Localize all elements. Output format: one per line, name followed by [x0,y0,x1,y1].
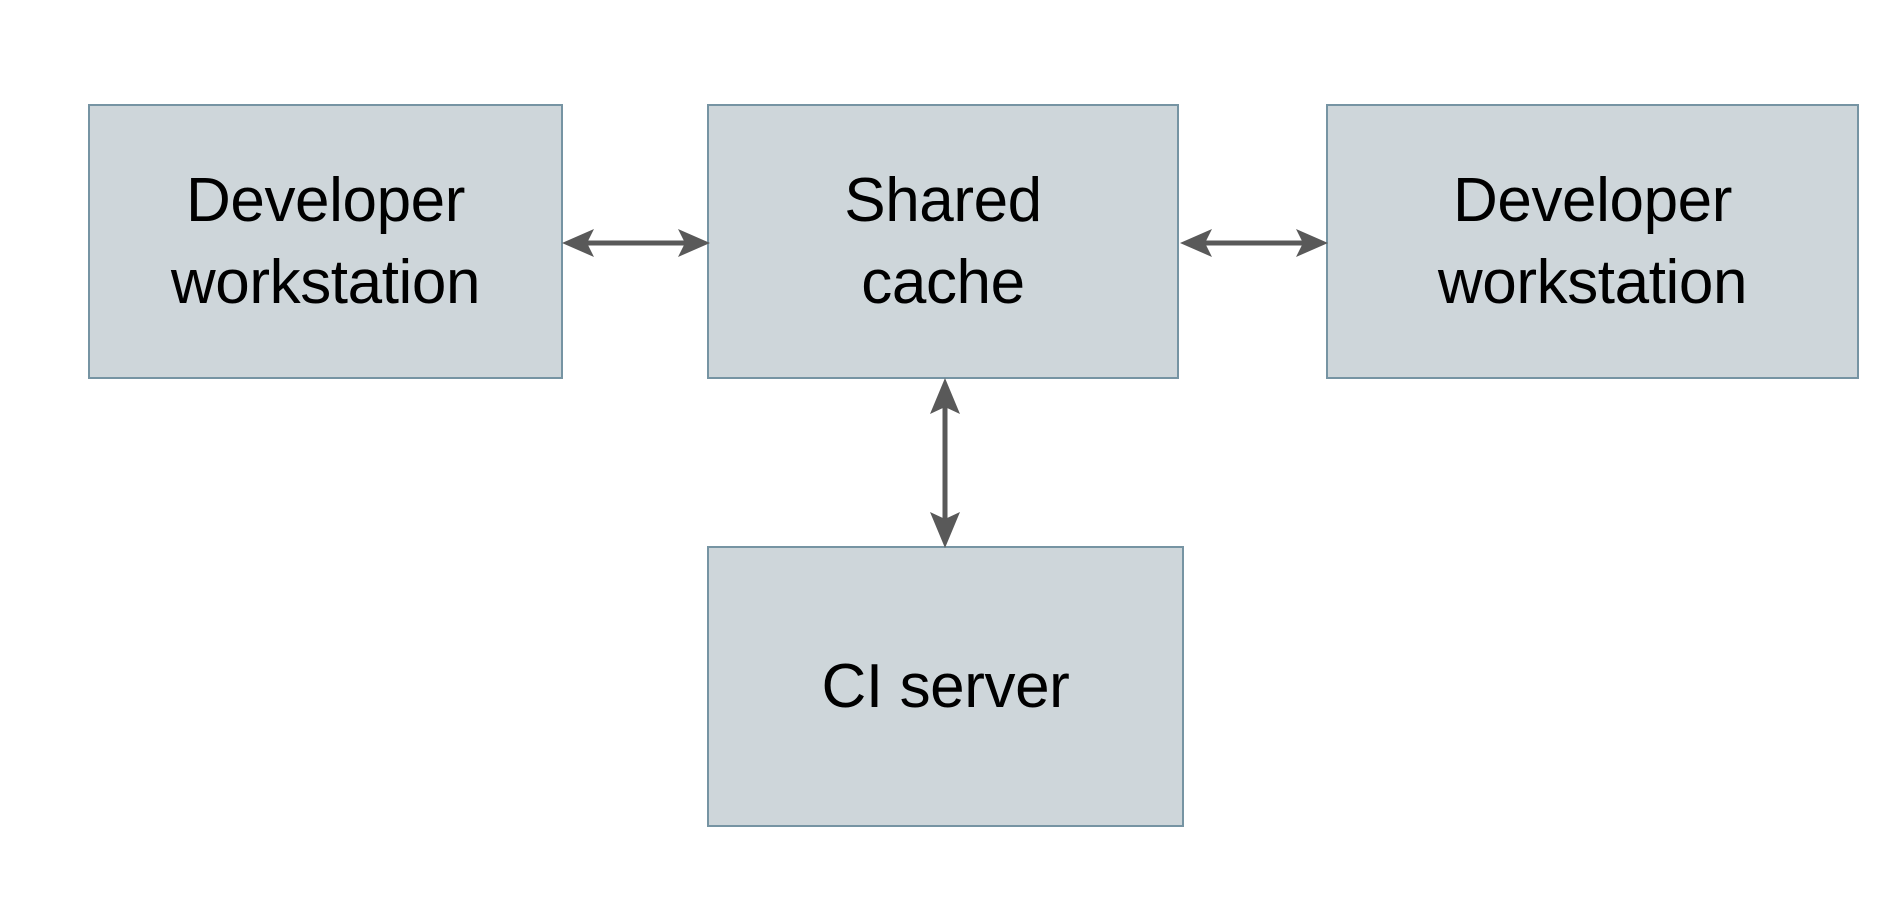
double-arrow-horizontal-icon [1180,229,1328,257]
double-arrow-vertical-icon [930,378,960,548]
node-developer-workstation-right[interactable]: Developer workstation [1326,104,1859,379]
node-label: Shared cache [844,165,1042,317]
node-developer-workstation-left[interactable]: Developer workstation [88,104,563,379]
node-ci-server[interactable]: CI server [707,546,1184,827]
double-arrow-horizontal-icon [562,229,710,257]
node-label: CI server [821,651,1070,721]
edge-shared-cache-to-dev-right [1178,213,1330,275]
node-shared-cache[interactable]: Shared cache [707,104,1179,379]
edge-dev-left-to-shared-cache [560,213,712,275]
edge-shared-cache-to-ci-server [912,376,978,550]
node-label: Developer workstation [170,165,481,317]
node-label: Developer workstation [1437,165,1748,317]
